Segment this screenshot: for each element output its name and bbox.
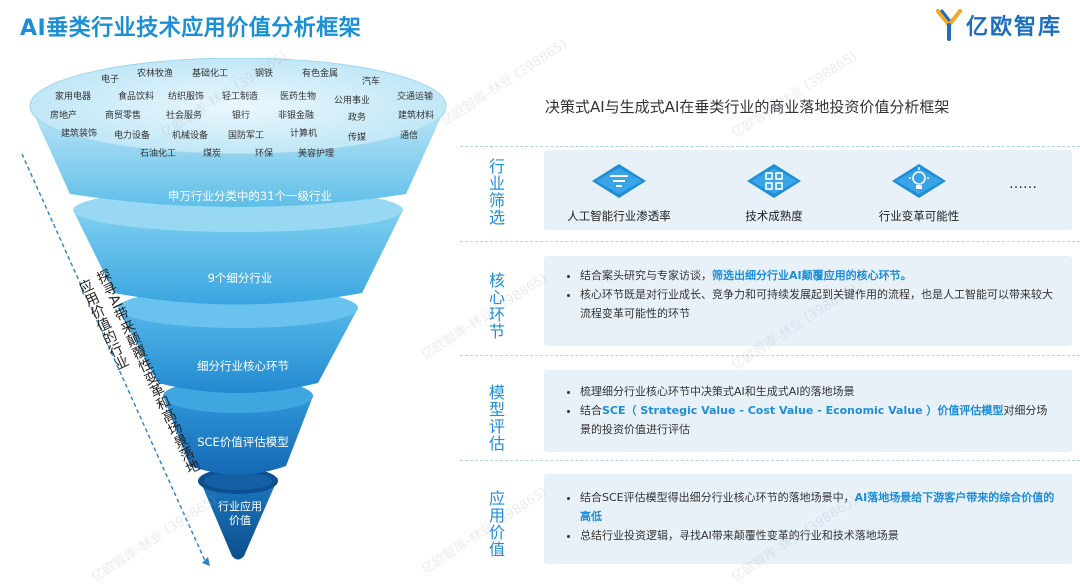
stage-label-core: 核心环节 (486, 272, 505, 340)
industry-label: 食品饮料 (118, 92, 155, 102)
industry-label: 电子 (101, 75, 120, 85)
industry-label: 计算机 (290, 129, 318, 139)
industry-label: 建筑装饰 (61, 129, 98, 139)
funnel-band-3-label: 细分行业核心环节 (197, 359, 289, 373)
industry-label: 通信 (400, 131, 419, 141)
bullet-item: 梳理细分行业核心环节中决策式AI和生成式AI的落地场景 (580, 382, 1056, 401)
more-criteria: …… (1009, 176, 1037, 192)
industry-label: 汽车 (362, 77, 381, 87)
industry-label: 银行 (232, 111, 251, 121)
industry-label: 家用电器 (55, 92, 92, 102)
industry-label: 有色金属 (302, 69, 339, 79)
criterion-caption: 行业变革可能性 (878, 209, 960, 223)
industry-label: 政务 (348, 113, 367, 123)
industry-label: 机械设备 (172, 131, 209, 141)
industry-label: 农林牧渔 (137, 69, 174, 79)
funnel-graphic (21, 58, 447, 566)
funnel-band-5-label: 行业应用价值 (218, 500, 262, 527)
bullet-item: 结合SCE（ Strategic Value - Cost Value - Ec… (580, 401, 1056, 439)
funnel: 电子 农林牧渔 基础化工 钢铁 有色金属汽车家用电器 食品饮料 纺织服饰 轻工制造 医药生物 公用… (0, 58, 470, 576)
industry-label: 国防军工 (228, 131, 265, 141)
divider (460, 241, 1080, 242)
industry-label: 商贸零售 (105, 111, 142, 121)
stage-label-screening: 行业筛选 (486, 158, 505, 226)
industry-label: 美容护理 (298, 149, 335, 159)
funnel-band-2-label: 9个细分行业 (207, 271, 273, 285)
criterion-caption: 人工智能行业渗透率 (567, 209, 671, 223)
industry-label: 传媒 (348, 133, 367, 143)
filter-icon (592, 164, 646, 198)
divider (460, 355, 1080, 356)
bullet-item: 结合SCE评估模型得出细分行业核心环节的落地场景中，AI落地场景给下游客户带来的… (580, 488, 1056, 526)
bullet-item: 总结行业投资逻辑，寻找AI带来颠覆性变革的行业和技术落地场景 (580, 526, 1056, 545)
industry-label: 环保 (255, 149, 274, 159)
industry-label: 纺织服饰 (168, 92, 205, 102)
industry-label: 交通运输 (397, 92, 434, 102)
logo: 亿欧智库 (935, 8, 1062, 42)
lightbulb-icon (892, 164, 946, 198)
industry-label: 钢铁 (255, 69, 274, 79)
criterion-maturity: 技术成熟度 (709, 162, 839, 224)
industry-label: 社会服务 (166, 111, 203, 121)
screening-panel: 人工智能行业渗透率 技术成熟度 行业变革可能性 …… (544, 150, 1072, 230)
industry-label: 公用事业 (334, 96, 371, 106)
industry-label: 基础化工 (192, 69, 229, 79)
stage-label-value: 应用价值 (486, 490, 505, 558)
grid-icon (747, 164, 801, 198)
model-evaluation-panel: 梳理细分行业核心环节中决策式AI和生成式AI的落地场景 结合SCE（ Strat… (544, 370, 1072, 452)
industry-label: 煤炭 (203, 149, 222, 159)
divider (460, 146, 1080, 147)
industry-label: 石油化工 (140, 149, 177, 159)
criterion-transformation: 行业变革可能性 (854, 162, 984, 224)
bullet-item: 核心环节既是对行业成长、竞争力和可持续发展起到关键作用的流程，也是人工智能可以带… (580, 285, 1056, 323)
criterion-penetration: 人工智能行业渗透率 (554, 162, 684, 224)
industry-label: 房地产 (50, 111, 78, 121)
logo-text: 亿欧智库 (965, 15, 1062, 40)
stage-label-model: 模型评估 (486, 384, 505, 452)
watermark: 亿欧智库-林业 (398865) (728, 48, 860, 142)
industry-label: 电力设备 (114, 131, 151, 141)
industry-label: 建筑材料 (398, 111, 435, 121)
page-title: AI垂类行业技术应用价值分析框架 (20, 16, 362, 41)
industry-label: 非银金融 (278, 111, 315, 121)
application-value-panel: 结合SCE评估模型得出细分行业核心环节的落地场景中，AI落地场景给下游客户带来的… (544, 474, 1072, 564)
core-segment-panel: 结合案头研究与专家访谈，筛选出细分行业AI颠覆应用的核心环节。 核心环节既是对行… (544, 256, 1072, 346)
industry-label: 轻工制造 (222, 92, 259, 102)
criterion-caption: 技术成熟度 (745, 209, 803, 223)
framework-subtitle: 决策式AI与生成式AI在垂类行业的商业落地投资价值分析框架 (545, 98, 950, 116)
logo-mark-icon (935, 9, 962, 41)
divider (460, 460, 1080, 461)
bullet-item: 结合案头研究与专家访谈，筛选出细分行业AI颠覆应用的核心环节。 (580, 266, 1056, 285)
funnel-band-1-label: 申万行业分类中的31个一级行业 (167, 189, 333, 203)
funnel-band-4-label: SCE价值评估模型 (197, 435, 289, 449)
industry-label: 医药生物 (280, 92, 317, 102)
